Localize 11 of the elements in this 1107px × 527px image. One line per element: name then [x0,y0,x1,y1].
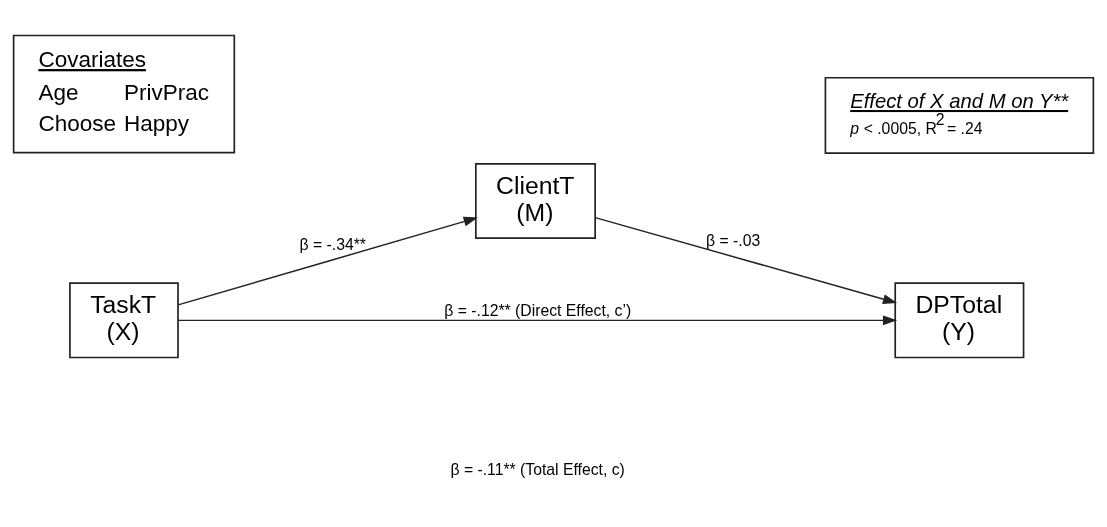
edge-label: β = -.03 [706,232,761,250]
label: β = -.11** (Total Effect, c) [450,461,625,479]
arrow [594,216,898,304]
edge-label: β = -.12** (Direct Effect, c’) [444,302,632,320]
node-box: TaskT (X) [69,282,179,359]
node-box: Covariates Age PrivPrac Choose Happy [12,34,236,154]
node-box: DPTotal (Y) [894,282,1025,359]
edge-label: β = -.34** [299,235,367,253]
node-box: ClientT (M) [474,163,596,239]
arrow [177,216,478,306]
arrow [177,315,898,326]
